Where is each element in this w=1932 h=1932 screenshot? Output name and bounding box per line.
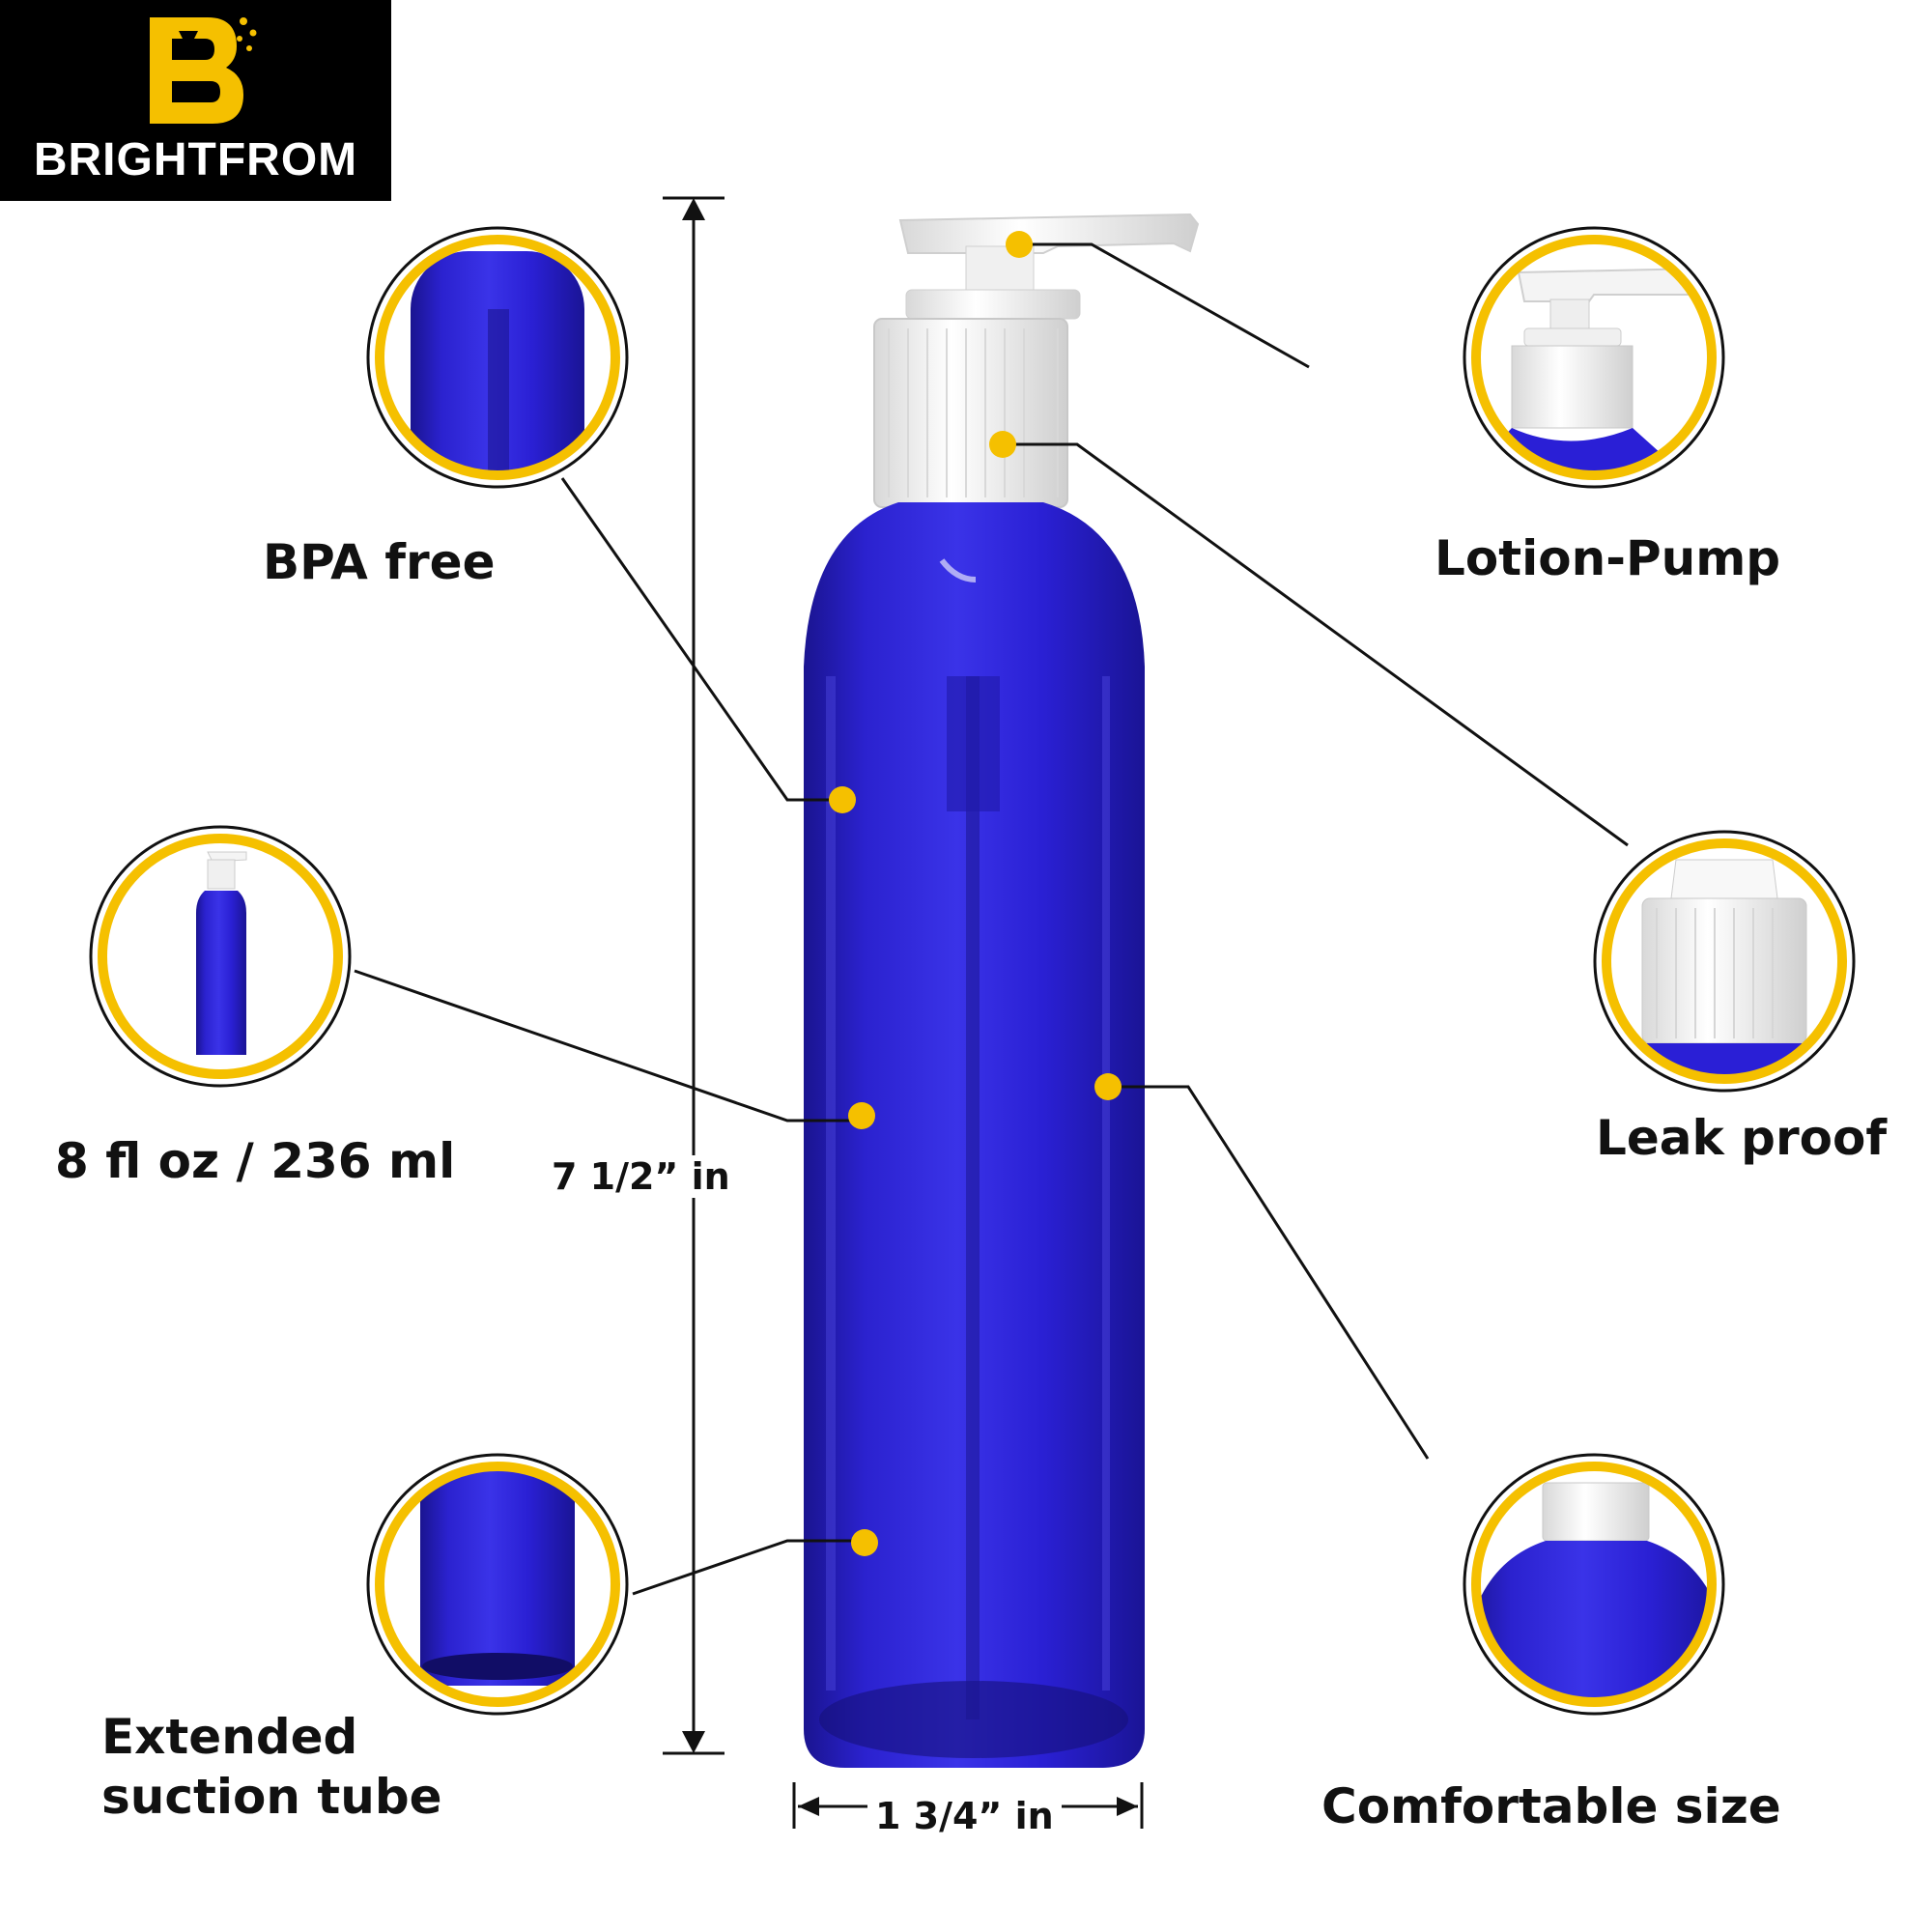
leak-proof-label: Leak proof xyxy=(1596,1110,1888,1166)
callout-lines xyxy=(354,242,1629,1596)
cap-icon xyxy=(1593,830,1856,1093)
comfortable-size-circle xyxy=(1463,1453,1725,1716)
bpa-free-circle xyxy=(366,226,629,489)
callout-dots xyxy=(829,231,1122,1556)
width-dimension-label: 1 3/4” in xyxy=(867,1795,1062,1837)
lotion-pump-label: Lotion-Pump xyxy=(1435,530,1781,586)
bottle-icon xyxy=(804,213,1200,1768)
suction-tube-label-line2: suction tube xyxy=(101,1769,442,1825)
suction-tube-label-line1: Extended xyxy=(101,1709,358,1765)
bpa-free-label: BPA free xyxy=(263,534,496,590)
comfortable-size-label: Comfortable size xyxy=(1321,1778,1781,1834)
brand-name: BRIGHTFROM xyxy=(33,134,358,185)
logo-mark-icon xyxy=(150,17,257,124)
volume-label: 8 fl oz / 236 ml xyxy=(55,1133,456,1189)
suction-tube-circle xyxy=(366,1453,629,1716)
height-dimension-label: 7 1/2” in xyxy=(544,1155,738,1198)
brand-logo: BRIGHTFROM xyxy=(0,0,391,201)
volume-circle xyxy=(89,825,352,1088)
height-dimension xyxy=(663,196,724,1755)
pump-icon xyxy=(1463,226,1725,489)
